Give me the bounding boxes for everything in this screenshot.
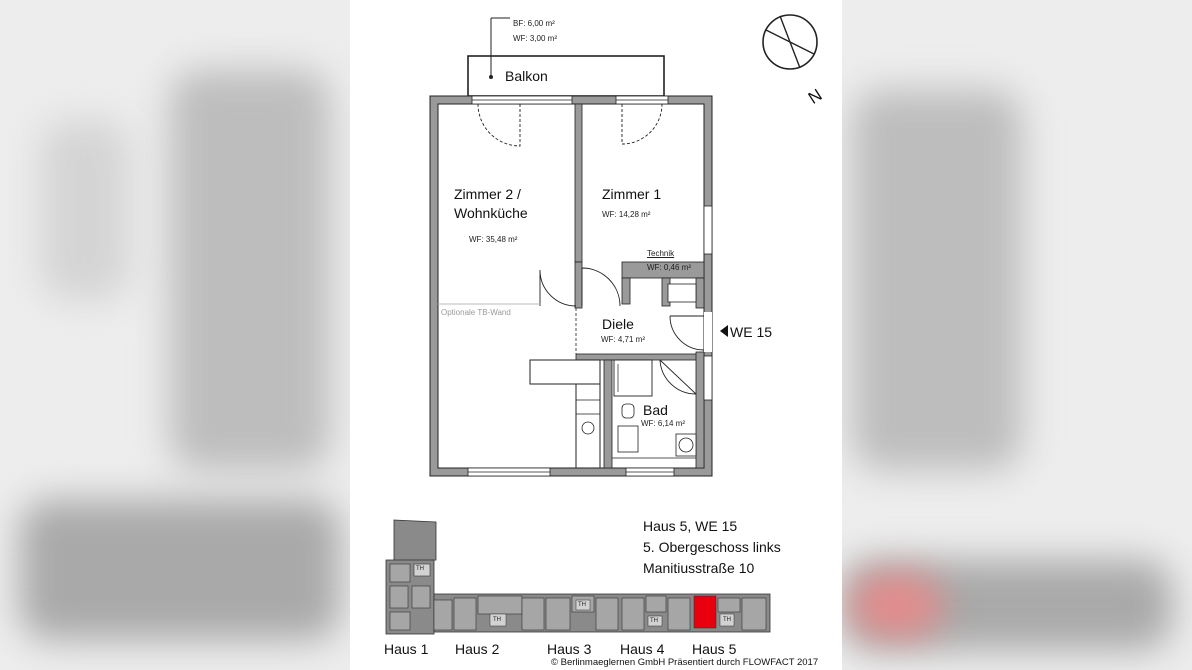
balcony-bf-label: BF: 6,00 m² <box>513 19 555 28</box>
shower <box>613 359 653 397</box>
room-zimmer1-name: Zimmer 1 <box>602 186 662 202</box>
room-bad-area: WF: 6,14 m² <box>641 419 686 428</box>
house-label-5: Haus 5 <box>692 641 737 657</box>
kitchen-counter <box>529 359 601 385</box>
room-zimmer2-name-line2: Wohnküche <box>454 205 528 221</box>
room-bad-name: Bad <box>643 402 668 418</box>
entrance-label: WE 15 <box>730 324 773 340</box>
house-label-2: Haus 2 <box>455 641 500 657</box>
site-plan-map <box>385 519 771 635</box>
room-zimmer2-name-line1: Zimmer 2 / <box>454 186 521 202</box>
room-diele-name: Diele <box>602 316 634 332</box>
balcony-label: Balkon <box>505 68 548 84</box>
stair-tag: TH <box>723 617 731 623</box>
stair-tag: TH <box>416 566 424 572</box>
room-technik-area: WF: 0,46 m² <box>647 263 692 272</box>
blurred-background-right <box>842 0 1192 670</box>
house-label-3: Haus 3 <box>547 641 592 657</box>
stair-tag: TH <box>578 602 586 608</box>
highlighted-unit-marker <box>693 595 717 629</box>
stair-tag: TH <box>493 617 501 623</box>
room-zimmer1-area: WF: 14,28 m² <box>602 210 651 219</box>
balcony-wf-label: WF: 3,00 m² <box>513 34 558 43</box>
compass-icon <box>762 14 818 70</box>
stair-tag: TH <box>650 618 658 624</box>
room-diele-area: WF: 4,71 m² <box>601 335 646 344</box>
entrance-arrow-icon <box>720 325 728 337</box>
unit-info-line1: Haus 5, WE 15 <box>643 518 738 534</box>
house-label-1: Haus 1 <box>384 641 429 657</box>
room-zimmer2-area: WF: 35,48 m² <box>469 235 518 244</box>
optional-wall-label: Optionale TB-Wand <box>441 308 511 317</box>
unit-info-line3: Manitiusstraße 10 <box>643 560 755 576</box>
blurred-background-left <box>0 0 350 670</box>
room-technik-name: Technik <box>647 249 675 258</box>
floor-plan-sheet: BF: 6,00 m² WF: 3,00 m² Balkon N Zimmer … <box>350 0 842 670</box>
balcony-outline <box>467 55 665 97</box>
floor-plan-drawing <box>385 14 818 635</box>
house-label-4: Haus 4 <box>620 641 665 657</box>
copyright-notice: © Berlinmaeglernen GmbH Präsentiert durc… <box>551 657 819 668</box>
unit-info-line2: 5. Obergeschoss links <box>643 539 781 555</box>
